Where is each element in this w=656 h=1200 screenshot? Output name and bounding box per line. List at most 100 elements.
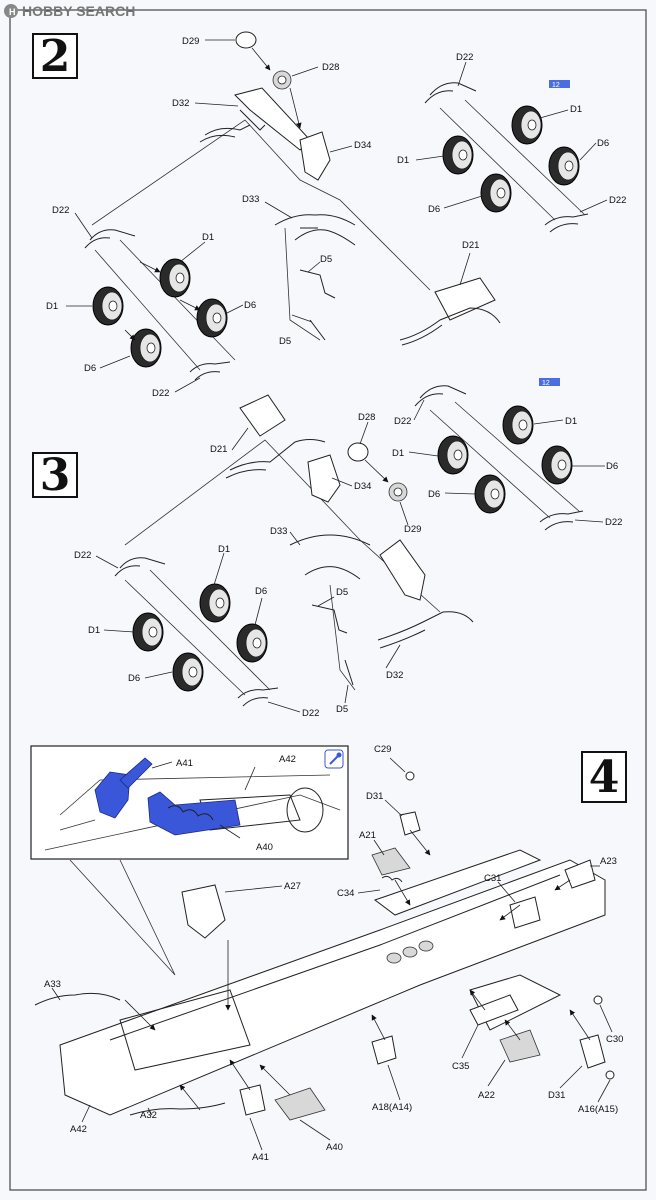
step-2-diagram: 12 D29 D28 D32 D34 D33 D5 D5 D22 D1 D1 D… [46, 31, 626, 399]
label-d32-s3: D32 [386, 670, 403, 681]
wheel-d6-lower-left [130, 328, 162, 368]
part-d29 [235, 31, 257, 49]
step-3-diagram: 12 D21 D28 D34 D29 D33 D5 D5 D32 D22 D1 … [74, 378, 622, 719]
label-d1-right-upper: D1 [570, 104, 582, 115]
part-a40 [274, 1087, 326, 1121]
hobby-search-logo: H HOBBY SEARCH [4, 3, 135, 19]
label-d22-s3-right-bottom: D22 [605, 517, 622, 528]
label-d29: D29 [182, 36, 199, 47]
part-a23 [564, 859, 596, 889]
label-d21: D21 [462, 240, 479, 251]
part-a33 [34, 992, 121, 1006]
label-d5-lower: D5 [279, 336, 291, 347]
page-ref-tag-s3 [539, 378, 560, 386]
label-inset-a42: A42 [279, 754, 296, 765]
label-d6-s3-right-upper: D6 [606, 461, 618, 472]
wheel-d1-s3-upper-left [199, 583, 231, 623]
label-d21-s3: D21 [210, 444, 227, 455]
logo-text: HOBBY SEARCH [22, 3, 135, 19]
label-a23: A23 [600, 856, 617, 867]
page-ref-tag [549, 80, 570, 88]
label-a22: A22 [478, 1090, 495, 1101]
wheel-d6-s3-lower-right [474, 474, 506, 514]
label-d5-upper-s3: D5 [336, 587, 348, 598]
wheel-d1-s3-lower-right [437, 435, 469, 475]
wheel-d6-upper-left [196, 298, 228, 338]
step-4-number: 4 [589, 752, 620, 803]
label-d5-lower-s3: D5 [336, 704, 348, 715]
label-d28-s3: D28 [358, 412, 375, 423]
wheel-d6-s3-upper-left [236, 623, 268, 663]
blue-part-a41 [94, 771, 131, 819]
part-d28-s3 [347, 442, 369, 462]
step-2-number: 2 [40, 31, 71, 82]
wheel-d1-upper-left [159, 258, 191, 298]
label-d6-right-upper: D6 [597, 138, 609, 149]
part-a32 [129, 1102, 226, 1116]
label-d22-s3-left-top: D22 [74, 550, 91, 561]
part-a21 [371, 847, 411, 876]
label-d1-s3-left-upper: D1 [218, 544, 230, 555]
label-c34: C34 [337, 888, 354, 899]
label-a33: A33 [44, 979, 61, 990]
svg-text:12: 12 [552, 82, 560, 89]
wheel-d1-lower-right [442, 135, 474, 175]
step-3-badge: 3 [32, 450, 78, 501]
label-a40: A40 [326, 1142, 343, 1153]
label-a42: A42 [70, 1124, 87, 1135]
step-4-diagram: A41 A42 A40 [30, 744, 623, 1163]
part-c31 [509, 896, 541, 929]
label-d33: D33 [242, 194, 259, 205]
label-d22-right-top: D22 [456, 52, 473, 63]
wheel-d6-lower-right [480, 173, 512, 213]
part-a27 [181, 884, 226, 939]
part-a18 [371, 1035, 397, 1065]
label-a16-a15: A16(A15) [578, 1104, 618, 1115]
label-d29-s3: D29 [404, 524, 421, 535]
part-a41 [239, 1084, 266, 1116]
part-a16 [605, 1070, 615, 1080]
label-inset-a40: A40 [256, 842, 273, 853]
detail-inset: A41 A42 A40 [30, 745, 349, 860]
part-a22 [499, 1029, 541, 1063]
part-c30 [593, 995, 603, 1005]
label-d6-right-lower: D6 [428, 204, 440, 215]
part-d31 [399, 811, 421, 836]
label-d22-left-top: D22 [52, 205, 69, 216]
label-c35: C35 [452, 1061, 469, 1072]
wheel-d1-lower-left [92, 286, 124, 326]
label-d31-lower: D31 [548, 1090, 565, 1101]
label-d31-upper: D31 [366, 791, 383, 802]
label-d1-s3-right-upper: D1 [565, 416, 577, 427]
wheel-d6-s3-lower-left [172, 652, 204, 692]
label-d22-s3-left-bottom: D22 [302, 708, 319, 719]
label-d32: D32 [172, 98, 189, 109]
label-a18-a14: A18(A14) [372, 1102, 412, 1113]
label-d1-left-upper: D1 [202, 232, 214, 243]
part-c35 [469, 994, 519, 1026]
part-c29 [405, 771, 415, 781]
label-d34: D34 [354, 140, 371, 151]
label-inset-a41: A41 [176, 758, 193, 769]
step-4-badge: 4 [581, 751, 627, 803]
wheel-d1-s3-lower-left [132, 612, 164, 652]
label-d6-left-upper: D6 [244, 300, 256, 311]
wheel-d1-upper-right [511, 105, 543, 145]
page-border [9, 9, 647, 1191]
label-d34-s3: D34 [354, 481, 371, 492]
label-d1-s3-left-lower: D1 [88, 625, 100, 636]
wheel-d6-s3-upper-right [541, 445, 573, 485]
chassis-frame [59, 859, 606, 1116]
label-d22-s3-right-top: D22 [394, 416, 411, 427]
label-d6-s3-left-upper: D6 [255, 586, 267, 597]
logo-icon [4, 4, 18, 18]
part-d31-lower [579, 1034, 606, 1069]
label-a27: A27 [284, 881, 301, 892]
label-d6-left-lower: D6 [84, 363, 96, 374]
label-d22-left-bottom: D22 [152, 388, 169, 399]
label-d6-s3-right-lower: D6 [428, 489, 440, 500]
step-2-badge: 2 [32, 31, 78, 82]
label-d22-right-bottom: D22 [609, 195, 626, 206]
label-d28: D28 [322, 62, 339, 73]
